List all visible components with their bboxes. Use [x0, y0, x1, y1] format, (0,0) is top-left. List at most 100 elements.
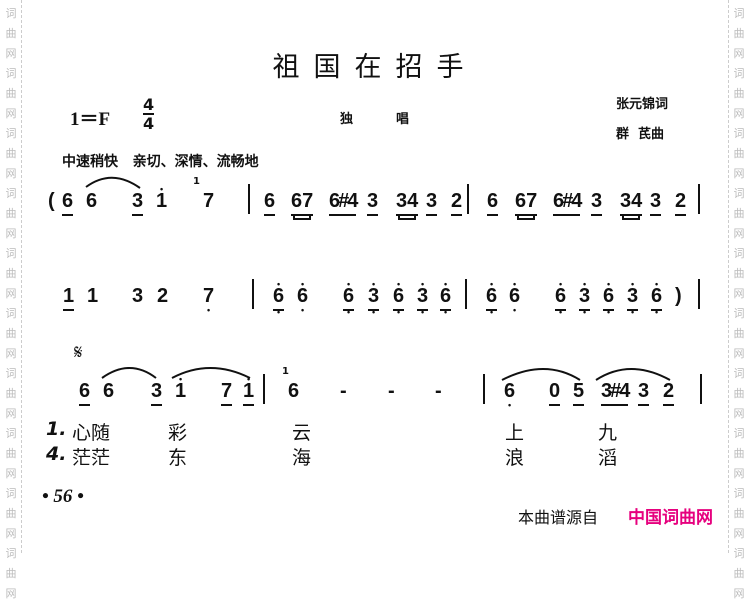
lyric-word: 东 — [168, 447, 188, 469]
watermark-char: 网 — [5, 467, 17, 480]
watermark-char: 网 — [733, 467, 745, 480]
note: 1 — [156, 190, 167, 212]
bar-line — [252, 279, 254, 309]
note: 67 — [291, 190, 314, 216]
watermark-char: 词 — [5, 7, 17, 20]
note: 3 — [650, 190, 662, 216]
right-margin-line — [728, 0, 729, 553]
note: 6 — [62, 190, 74, 216]
sharp-note-pair: 6#4 — [553, 190, 582, 216]
watermark-char: 网 — [5, 167, 17, 180]
note: 6 — [440, 285, 452, 311]
footer-site-link[interactable]: 中国词曲网 — [628, 508, 713, 528]
watermark-char: 曲 — [733, 87, 745, 100]
composer: 群 芪曲 — [616, 127, 665, 142]
lyricist: 张元锦词 — [616, 97, 669, 112]
page-number: • 56 • — [42, 486, 84, 507]
note: 6 — [509, 285, 520, 307]
watermark-char: 词 — [733, 547, 745, 560]
note: 3 — [367, 190, 379, 216]
watermark-char: 词 — [733, 427, 745, 440]
watermark-char: 曲 — [733, 147, 745, 160]
watermark-char: 网 — [733, 527, 745, 540]
footer-source-label: 本曲谱源自 — [518, 508, 599, 527]
note: 3 — [627, 285, 639, 311]
lyric-word: 茫茫 — [72, 447, 111, 469]
note: 3 — [151, 380, 163, 406]
watermark-char: 曲 — [733, 507, 745, 520]
bar-line — [248, 184, 250, 214]
note: 3 — [591, 190, 603, 216]
left-margin-line — [21, 0, 22, 553]
lyric-word: 滔 — [598, 447, 618, 469]
tie-arc — [171, 367, 251, 379]
note-extension: - — [388, 380, 395, 402]
watermark-char: 词 — [733, 247, 745, 260]
bar-line — [263, 374, 265, 404]
tie-arc — [101, 367, 157, 379]
watermark-char: 词 — [5, 487, 17, 500]
lyric-word: 云 — [292, 422, 312, 444]
segno-sign: 𝄋 — [74, 340, 83, 364]
note: 6 — [504, 380, 515, 402]
watermark-char: 网 — [5, 107, 17, 120]
watermark-char: 曲 — [733, 567, 745, 580]
watermark-char: 网 — [5, 347, 17, 360]
note: 3 — [368, 285, 380, 311]
lyric-word: 浪 — [505, 447, 525, 469]
watermark-char: 词 — [5, 547, 17, 560]
note: 2 — [157, 285, 169, 307]
watermark-char: 曲 — [733, 27, 745, 40]
note: 1 — [63, 285, 75, 311]
note: 2 — [663, 380, 675, 406]
note: 0 — [549, 380, 561, 406]
note: 6 — [555, 285, 567, 311]
tie-arc — [595, 368, 671, 381]
watermark-char: 网 — [733, 587, 745, 600]
note: 6 — [487, 190, 499, 216]
watermark-char: 曲 — [5, 447, 17, 460]
watermark-char: 网 — [733, 407, 745, 420]
watermark-char: 网 — [5, 587, 17, 600]
note-extension: - — [340, 380, 347, 402]
note: 6 — [288, 380, 300, 402]
watermark-char: 曲 — [5, 207, 17, 220]
note: 34 — [396, 190, 419, 216]
note: 7 — [203, 190, 215, 212]
watermark-char: 词 — [5, 247, 17, 260]
note: 3 — [132, 285, 144, 307]
time-bottom: 4 — [143, 114, 155, 133]
note: 3 — [426, 190, 438, 216]
grace-note: 1 — [282, 366, 289, 377]
watermark-char: 网 — [5, 47, 17, 60]
watermark-char: 网 — [733, 47, 745, 60]
watermark-char: 曲 — [5, 147, 17, 160]
lyric-word: 心随 — [72, 422, 111, 444]
watermark-char: 网 — [733, 287, 745, 300]
watermark-char: 网 — [5, 287, 17, 300]
watermark-char: 曲 — [5, 567, 17, 580]
bar-line — [700, 374, 702, 404]
watermark-char: 网 — [5, 407, 17, 420]
watermark-char: 曲 — [5, 87, 17, 100]
watermark-char: 词 — [733, 187, 745, 200]
watermark-char: 词 — [5, 127, 17, 140]
watermark-char: 词 — [733, 67, 745, 80]
sharp-note-pair: 6#4 — [329, 190, 358, 216]
note: 6 — [297, 285, 308, 307]
verse-number: 1. — [46, 418, 67, 440]
page-title: 祖国在招手 — [272, 52, 478, 83]
watermark-char: 曲 — [733, 387, 745, 400]
bar-line — [483, 374, 485, 404]
watermark-char: 曲 — [5, 327, 17, 340]
watermark-char: 词 — [5, 67, 17, 80]
watermark-char: 网 — [733, 167, 745, 180]
watermark-char: 曲 — [5, 27, 17, 40]
watermark-char: 词 — [5, 187, 17, 200]
watermark-char: 词 — [5, 427, 17, 440]
lyric-word: 海 — [292, 447, 312, 469]
watermark-char: 网 — [733, 227, 745, 240]
note: 5 — [573, 380, 585, 406]
note: 6 — [273, 285, 285, 311]
note: 1 — [175, 380, 186, 402]
